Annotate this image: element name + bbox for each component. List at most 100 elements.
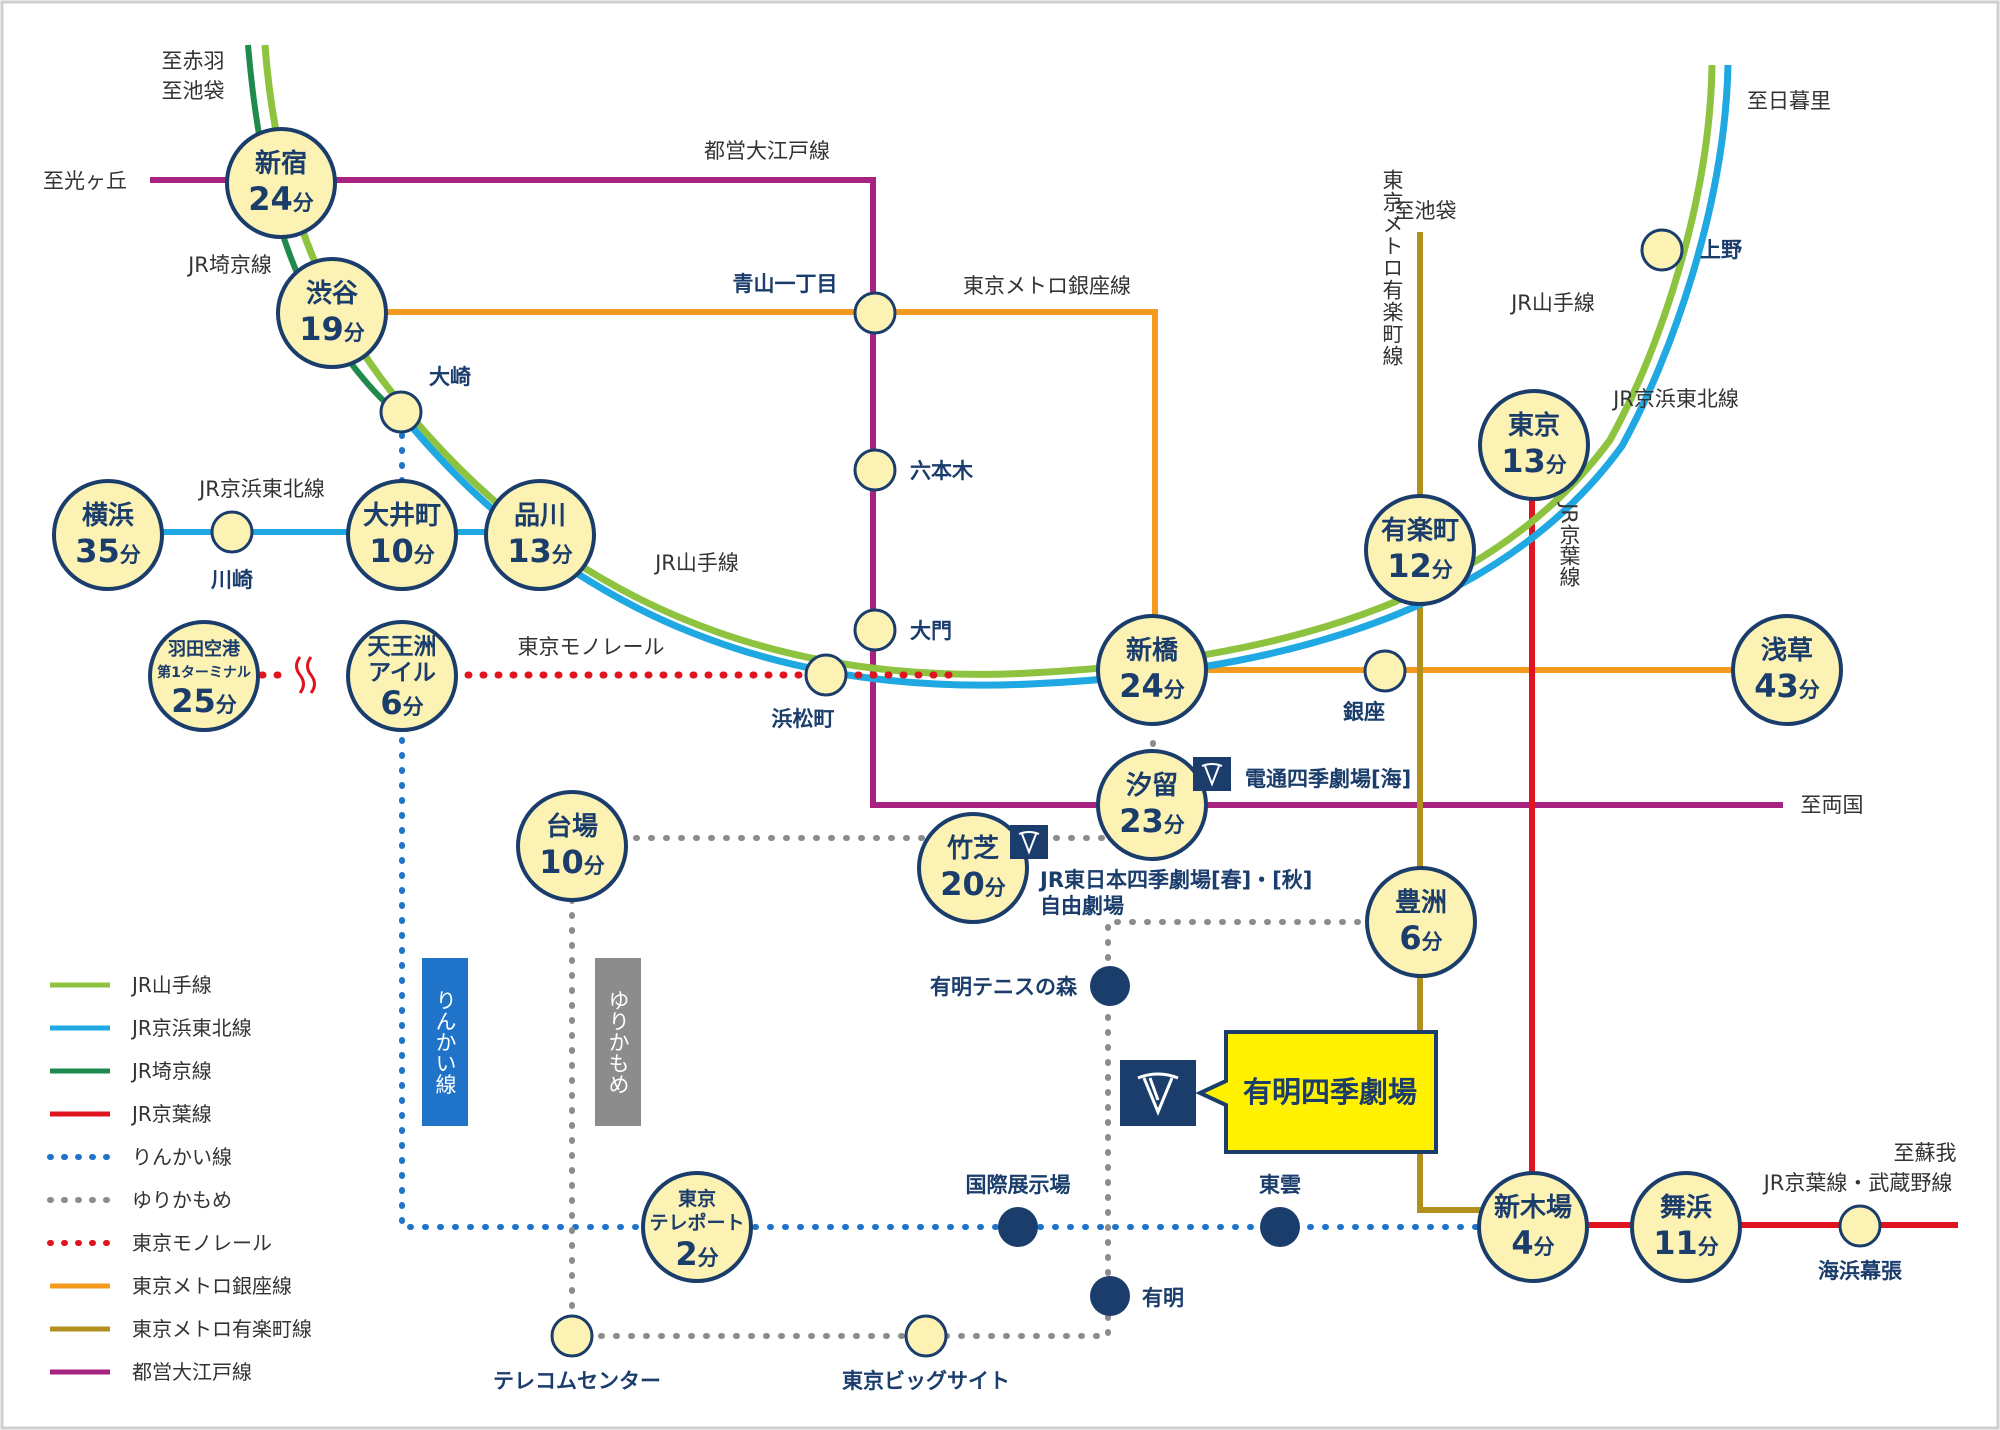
station-bigsight[interactable]: [904, 1314, 948, 1358]
svg-text:43分: 43分: [1754, 667, 1820, 705]
theatre-icon[interactable]: [1120, 1060, 1196, 1126]
label-yamanote-top: JR山手線: [1509, 291, 1595, 315]
svg-text:大井町: 大井町: [363, 501, 441, 531]
station-tokyo[interactable]: 東京 13分: [1478, 389, 1590, 501]
legend-item: JR埼京線: [50, 1059, 212, 1083]
station-aoyama[interactable]: [853, 291, 897, 335]
station-asakusa[interactable]: 浅草 43分: [1731, 614, 1843, 726]
station-kaihin[interactable]: [1838, 1204, 1882, 1248]
svg-text:10分: 10分: [539, 843, 605, 881]
dir-ikebukuro-yurakucho: 至池袋: [1394, 199, 1457, 223]
legend-label: JR埼京線: [130, 1059, 212, 1083]
legend-item: JR京浜東北線: [50, 1016, 252, 1040]
label-ariake: 有明: [1142, 1286, 1184, 1310]
station-yurakucho[interactable]: 有楽町 12分: [1364, 494, 1476, 606]
dir-ikebukuro-top: 至池袋: [162, 79, 225, 103]
theatre-icon[interactable]: [1193, 757, 1231, 791]
svg-text:アイル: アイル: [368, 660, 436, 686]
svg-text:24分: 24分: [1119, 667, 1185, 705]
label-shinonome: 東雲: [1259, 1173, 1301, 1197]
svg-text:12分: 12分: [1387, 547, 1453, 585]
label-monorail: 東京モノレール: [518, 635, 665, 659]
station-teleport[interactable]: 東京 テレポート 2分: [641, 1171, 753, 1283]
ariake-theatre-callout[interactable]: 有明四季劇場: [1195, 1030, 1438, 1154]
svg-text:有楽町: 有楽町: [1381, 516, 1459, 546]
theatre-jiyu: 自由劇場: [1040, 894, 1124, 918]
dir-soga: 至蘇我: [1894, 1141, 1957, 1165]
station-kawasaki[interactable]: [210, 510, 254, 554]
label-kaihin: 海浜幕張: [1818, 1259, 1903, 1283]
legend-label: りんかい線: [132, 1145, 232, 1169]
svg-text:浅草: 浅草: [1761, 636, 1813, 666]
label-telecom: テレコムセンター: [493, 1369, 661, 1393]
station-shinonome[interactable]: [1260, 1207, 1300, 1247]
theatre-icon[interactable]: [1010, 825, 1048, 859]
station-shinjuku[interactable]: 新宿 24分: [225, 127, 337, 239]
station-shinkiba[interactable]: 新木場 4分: [1477, 1171, 1589, 1283]
station-tennozu[interactable]: 天王洲 アイル 6分: [346, 620, 458, 732]
label-kawasaki: 川崎: [210, 568, 253, 592]
dir-ryogoku: 至両国: [1801, 793, 1864, 817]
station-toyosu[interactable]: 豊洲 6分: [1365, 866, 1477, 978]
svg-text:20分: 20分: [940, 865, 1006, 903]
label-keiyo-line: JR京葉線: [1557, 501, 1581, 587]
label-aoyama: 青山一丁目: [733, 272, 838, 296]
station-roppongi[interactable]: [853, 448, 897, 492]
svg-text:羽田空港: 羽田空港: [168, 638, 241, 660]
label-yamanote-mid: JR山手線: [653, 551, 739, 575]
svg-text:台場: 台場: [546, 811, 598, 842]
label-kokusai: 国際展示場: [966, 1173, 1071, 1197]
station-takeshiba[interactable]: 竹芝 20分: [917, 812, 1029, 924]
station-kokusai[interactable]: [998, 1207, 1038, 1247]
label-hamamatsucho: 浜松町: [772, 707, 835, 731]
svg-text:25分: 25分: [171, 682, 237, 720]
station-osaki[interactable]: [379, 390, 423, 434]
station-daimon[interactable]: [853, 608, 897, 652]
legend-label: 東京メトロ銀座線: [132, 1274, 292, 1298]
rinkai-label: りんかい線: [433, 990, 457, 1095]
station-oimachi[interactable]: 大井町 10分: [346, 479, 458, 591]
legend-item: りんかい線: [47, 1145, 232, 1169]
svg-text:6分: 6分: [380, 684, 423, 722]
svg-text:東京: 東京: [678, 1187, 716, 1210]
svg-text:テレポート: テレポート: [649, 1211, 744, 1234]
station-shinagawa[interactable]: 品川 13分: [484, 479, 596, 591]
label-yurakucho-line: 東京メトロ有楽町線: [1380, 169, 1404, 367]
station-ueno[interactable]: [1640, 228, 1684, 272]
rail-lines: [115, 44, 1958, 1339]
legend-label: JR山手線: [130, 973, 212, 997]
svg-text:19分: 19分: [299, 310, 365, 348]
theatre-ariake: 有明四季劇場: [1243, 1075, 1417, 1109]
station-telecom[interactable]: [550, 1314, 594, 1358]
station-maihama[interactable]: 舞浜 11分: [1630, 1171, 1742, 1283]
station-ginza[interactable]: [1363, 649, 1407, 693]
station-shimbashi[interactable]: 新橋 24分: [1096, 614, 1208, 726]
legend-item: JR京葉線: [50, 1102, 212, 1126]
svg-text:35分: 35分: [75, 532, 141, 570]
dir-keiyo-musashino: JR京葉線・武蔵野線: [1762, 1171, 1953, 1195]
svg-text:新木場: 新木場: [1494, 1192, 1572, 1223]
svg-text:舞浜: 舞浜: [1660, 1193, 1712, 1223]
direction-labels: 至赤羽 至池袋 至光ヶ丘 至日暮里 至池袋 至両国 至蘇我 JR京葉線・武蔵野線: [43, 49, 1957, 1195]
theatre-markers: 電通四季劇場[海] JR東日本四季劇場[春]・[秋] 自由劇場 有明四季劇場: [1010, 757, 1438, 1154]
svg-text:横浜: 横浜: [82, 501, 134, 531]
label-ueno: 上野: [1700, 238, 1742, 262]
legend-item: 東京モノレール: [47, 1231, 272, 1255]
station-daiba[interactable]: 台場 10分: [516, 790, 628, 902]
svg-text:13分: 13分: [1501, 442, 1567, 480]
station-ariake[interactable]: [1090, 1276, 1130, 1316]
station-hamamatsucho[interactable]: [804, 653, 848, 697]
station-yokohama[interactable]: 横浜 35分: [52, 479, 164, 591]
legend-label: JR京浜東北線: [130, 1016, 252, 1040]
svg-text:6分: 6分: [1399, 919, 1442, 957]
dir-nippori: 至日暮里: [1747, 89, 1831, 113]
station-shiodome[interactable]: 汐留 23分: [1096, 749, 1208, 861]
label-keihin-top: JR京浜東北線: [1611, 387, 1739, 411]
station-shibuya[interactable]: 渋谷 19分: [276, 257, 388, 369]
yurikamome-label-box: [595, 958, 641, 1126]
station-haneda[interactable]: 羽田空港 第1ターミナル 25分: [148, 620, 260, 732]
oedo-line: [150, 177, 1783, 808]
legend-label: ゆりかもめ: [132, 1188, 232, 1212]
station-tennis[interactable]: [1090, 966, 1130, 1006]
svg-text:23分: 23分: [1119, 802, 1185, 840]
